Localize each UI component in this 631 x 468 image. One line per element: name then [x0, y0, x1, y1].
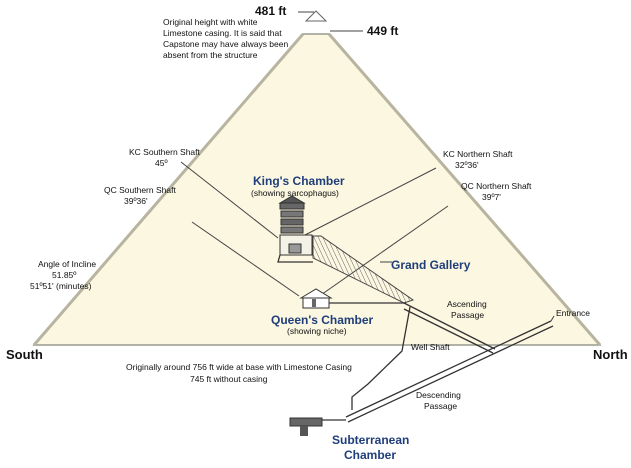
queens-chamber-subtitle: (showing niche) [287, 326, 347, 336]
pyramid-left-edge [32, 33, 305, 346]
height-note-line-2: Limestone casing. It is said that [163, 28, 282, 38]
height-note-line-4: absent from the structure [163, 50, 258, 60]
height-note-line-3: Capstone may have always been [163, 39, 288, 49]
ascending-passage-line-1: Ascending [447, 299, 487, 309]
kings-chamber-subtitle: (showing sarcophagus) [251, 188, 339, 198]
grand-gallery-label: Grand Gallery [391, 258, 471, 272]
subterranean-chamber-line-2: Chamber [344, 448, 396, 462]
qc-southern-shaft-name: QC Southern Shaft [104, 185, 176, 195]
north-label: North [593, 347, 628, 362]
ascending-passage [403, 302, 496, 350]
entrance-label: Entrance [556, 308, 590, 318]
descending-passage [345, 320, 552, 418]
ascending-passage-inner [403, 308, 494, 354]
kc-northern-shaft-name: KC Northern Shaft [443, 149, 513, 159]
base-width-line-2: 745 ft without casing [190, 374, 268, 384]
subterranean-chamber-line-1: Subterranean [332, 433, 409, 447]
qc-northern-shaft [317, 205, 449, 298]
entrance-leader [550, 315, 555, 322]
kc-southern-shaft [180, 161, 279, 239]
capstone-outline [304, 10, 328, 22]
kc-northern-shaft-angle: 32º36' [455, 160, 479, 170]
original-height-label: 481 ft [255, 4, 286, 18]
qc-northern-shaft-angle: 39º7' [482, 192, 501, 202]
queens-chamber-title: Queen's Chamber [271, 313, 374, 327]
pyramid-right-edge [327, 33, 602, 346]
incline-minutes: 51º51' (minutes) [30, 281, 92, 291]
descending-passage-inner [347, 325, 554, 423]
kc-northern-shaft [304, 167, 437, 236]
incline-degrees: 51.85º [52, 270, 76, 280]
descending-passage-line-1: Descending [416, 390, 461, 400]
qc-southern-shaft [191, 221, 300, 297]
well-shaft [351, 306, 411, 410]
base-width-line-1: Originally around 756 ft wide at base wi… [126, 362, 352, 372]
kc-southern-shaft-angle: 45º [155, 158, 168, 168]
height-note-line-1: Original height with white [163, 17, 258, 27]
south-label: South [6, 347, 43, 362]
incline-title: Angle of Incline [38, 259, 96, 269]
qc-southern-shaft-angle: 39º36' [124, 196, 148, 206]
kings-chamber-structure [278, 195, 313, 256]
grand-gallery-shape [312, 235, 415, 304]
subterranean-chamber-structure [289, 417, 323, 436]
descending-passage-line-2: Passage [424, 401, 457, 411]
kings-chamber-title: King's Chamber [253, 174, 345, 188]
current-height-label: 449 ft [367, 24, 398, 38]
ascending-passage-line-2: Passage [451, 310, 484, 320]
kc-southern-shaft-name: KC Southern Shaft [129, 147, 201, 157]
well-shaft-label: Well Shaft [411, 342, 450, 352]
antechamber-passage [277, 254, 313, 263]
qc-northern-shaft-name: QC Northern Shaft [461, 181, 532, 191]
